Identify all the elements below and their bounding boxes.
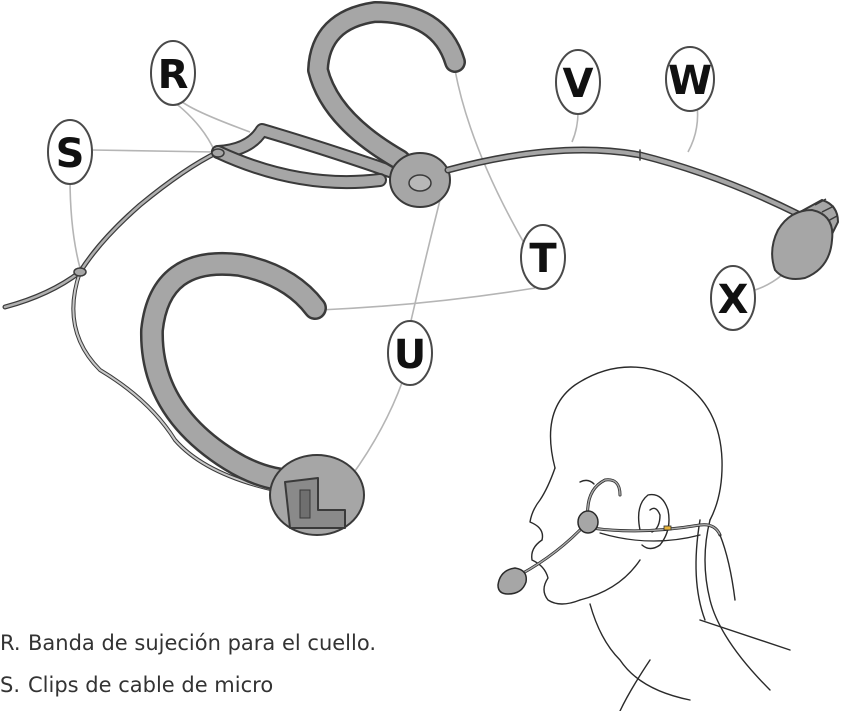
callout-s: S [48, 120, 92, 184]
mic-capsule [772, 199, 838, 279]
callout-r: R [151, 41, 195, 105]
cable-clip-upper [212, 149, 224, 157]
inset-capsule [578, 511, 598, 533]
caption-text: Banda de sujeción para el cuello. [28, 631, 376, 655]
center-capsule [390, 153, 450, 207]
inset-mic [498, 568, 526, 594]
caption-item-s: S.Clips de cable de micro [0, 664, 376, 706]
cable-clip-lower [74, 268, 86, 276]
caption-list: R.Banda de sujeción para el cuello. S.Cl… [0, 622, 376, 706]
caption-text: Clips de cable de micro [28, 673, 273, 697]
callout-w: W [666, 47, 714, 111]
svg-text:R: R [158, 52, 189, 98]
caption-letter: S. [0, 664, 28, 706]
svg-text:X: X [718, 277, 749, 323]
caption-letter: R. [0, 622, 28, 664]
lower-capsule [270, 455, 364, 535]
inset-cable-clip [664, 526, 671, 530]
callout-v: V [556, 50, 600, 114]
svg-text:T: T [529, 236, 557, 282]
caption-item-r: R.Banda de sujeción para el cuello. [0, 622, 376, 664]
svg-text:W: W [668, 58, 712, 104]
svg-text:V: V [563, 61, 594, 107]
callout-t: T [521, 225, 565, 289]
callout-x: X [711, 266, 755, 330]
mic-boom [448, 150, 800, 215]
inset-headset [510, 480, 735, 600]
callout-u: U [388, 321, 432, 385]
svg-text:S: S [56, 131, 85, 177]
neck-band [152, 12, 455, 481]
svg-text:U: U [394, 332, 426, 378]
